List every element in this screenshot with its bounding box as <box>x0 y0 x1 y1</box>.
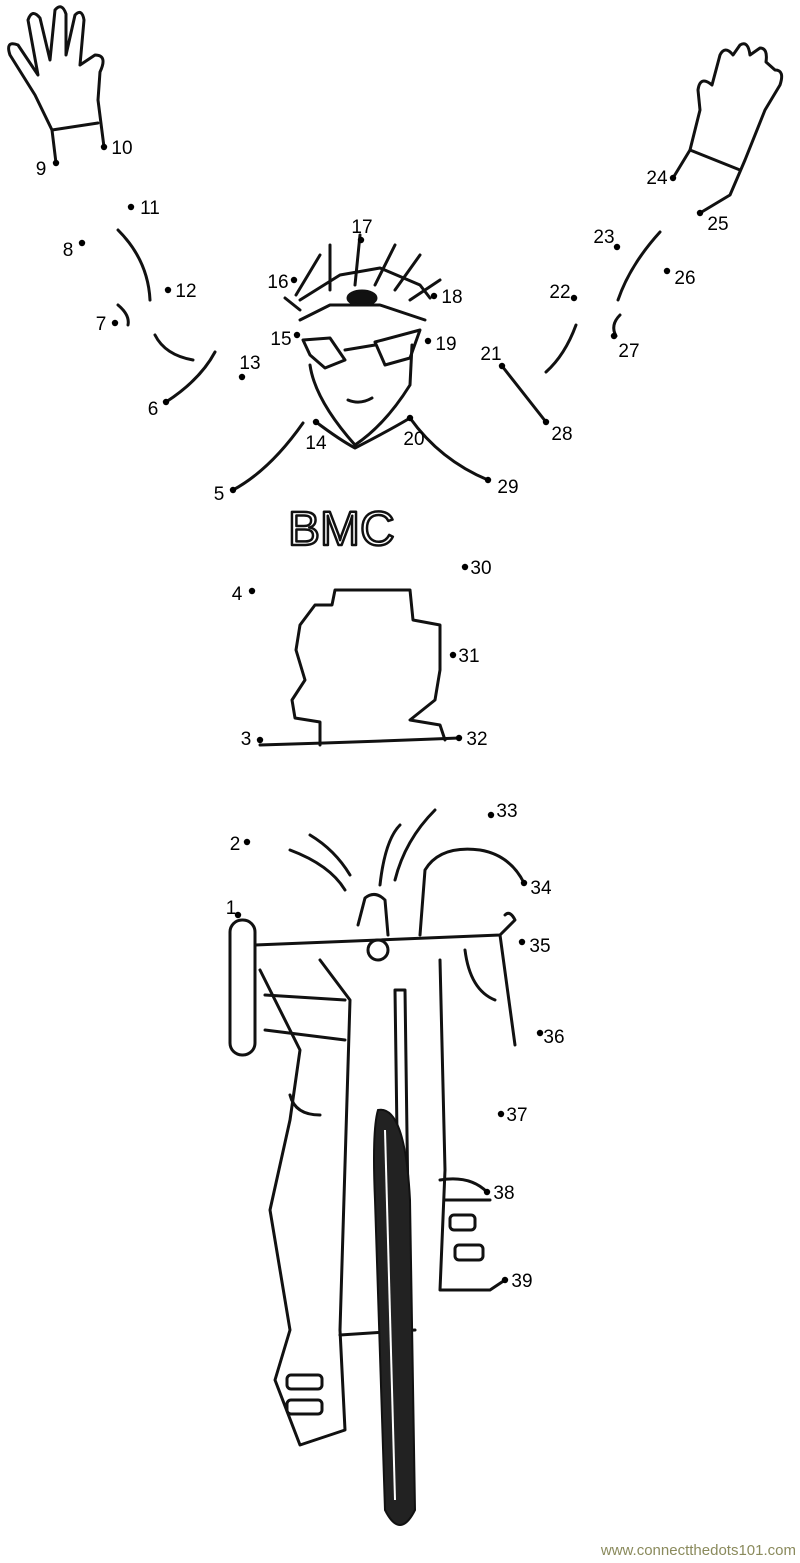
dot-37[interactable] <box>497 1110 505 1118</box>
dot-38[interactable] <box>483 1188 491 1196</box>
dot-label: 20 <box>403 429 424 450</box>
dot-label: 10 <box>111 138 132 159</box>
dot-23[interactable] <box>613 243 621 251</box>
dot-label: 38 <box>493 1183 514 1204</box>
dot-10[interactable] <box>100 143 108 151</box>
dot-label: 7 <box>96 314 107 335</box>
dot-label: 33 <box>496 801 517 822</box>
bicycle-and-legs <box>228 808 526 1447</box>
dot-label: 16 <box>267 272 288 293</box>
dot-label: 35 <box>529 936 550 957</box>
dot-5[interactable] <box>229 486 237 494</box>
dot-20[interactable] <box>406 414 414 422</box>
dot-13[interactable] <box>238 373 246 381</box>
dot-label: 22 <box>549 282 570 303</box>
dot-11[interactable] <box>127 203 135 211</box>
dot-label: 27 <box>618 341 639 362</box>
dot-label: 19 <box>435 334 456 355</box>
dot-label: 2 <box>230 834 241 855</box>
dot-label: 18 <box>441 287 462 308</box>
dot-3[interactable] <box>256 736 264 744</box>
dot-28[interactable] <box>542 418 550 426</box>
dot-7[interactable] <box>111 319 119 327</box>
dot-label: 9 <box>36 159 47 180</box>
dot-32[interactable] <box>455 734 463 742</box>
jersey-logo: BMC <box>288 503 395 556</box>
dot-15[interactable] <box>293 331 301 339</box>
dot-8[interactable] <box>78 239 86 247</box>
right-glove <box>671 42 784 215</box>
torso: BMC <box>231 416 490 747</box>
dot-31[interactable] <box>449 651 457 659</box>
dot-label: 32 <box>466 729 487 750</box>
dot-24[interactable] <box>669 174 677 182</box>
dot-label: 24 <box>646 168 668 189</box>
dot-label: 11 <box>140 198 160 219</box>
dot-4[interactable] <box>248 587 256 595</box>
dot-30[interactable] <box>461 563 469 571</box>
footer-url[interactable]: www.connectthedots101.com <box>600 1542 796 1559</box>
dot-18[interactable] <box>430 292 438 300</box>
dot-25[interactable] <box>696 209 704 217</box>
dot-27[interactable] <box>610 332 618 340</box>
dot-label: 17 <box>351 217 372 238</box>
dot-label: 29 <box>497 477 518 498</box>
dot-label: 1 <box>226 898 237 919</box>
dot-39[interactable] <box>501 1276 509 1284</box>
dot-14[interactable] <box>312 418 320 426</box>
dot-12[interactable] <box>164 286 172 294</box>
dot-19[interactable] <box>424 337 432 345</box>
bicycle-front-wheel <box>373 1108 417 1526</box>
dot-22[interactable] <box>570 294 578 302</box>
dot-label: 36 <box>543 1027 564 1048</box>
dot-label: 14 <box>305 433 327 454</box>
dot-label: 13 <box>239 353 260 374</box>
dot-label: 12 <box>175 281 196 302</box>
head <box>283 233 442 447</box>
dot-36[interactable] <box>536 1029 544 1037</box>
numbered-dots: 1234567891011121314151617181920212223242… <box>36 138 729 1292</box>
dot-16[interactable] <box>290 276 298 284</box>
dot-9[interactable] <box>52 159 60 167</box>
dot-label: 8 <box>63 240 74 261</box>
dot-1[interactable] <box>234 911 242 919</box>
dot-26[interactable] <box>663 267 671 275</box>
dot-label: 30 <box>470 558 491 579</box>
arms <box>116 228 662 424</box>
left-glove <box>7 5 106 165</box>
dot-35[interactable] <box>518 938 526 946</box>
dot-label: 34 <box>530 878 552 899</box>
dot-17[interactable] <box>357 236 365 244</box>
dot-2[interactable] <box>243 838 251 846</box>
dot-label: 3 <box>241 729 252 750</box>
dot-29[interactable] <box>484 476 492 484</box>
dot-label: 6 <box>148 399 159 420</box>
dot-label: 23 <box>593 227 614 248</box>
dot-label: 4 <box>232 584 243 605</box>
dot-label: 25 <box>707 214 728 235</box>
dot-21[interactable] <box>498 362 506 370</box>
dot-6[interactable] <box>162 398 170 406</box>
dot-label: 39 <box>511 1271 532 1292</box>
dot-34[interactable] <box>520 879 528 887</box>
dot-label: 28 <box>551 424 572 445</box>
dot-label: 26 <box>674 268 695 289</box>
dot-label: 37 <box>506 1105 527 1126</box>
dot-label: 31 <box>458 646 479 667</box>
dot-label: 5 <box>214 484 225 505</box>
dot-label: 15 <box>270 329 291 350</box>
dot-33[interactable] <box>487 811 495 819</box>
dot-label: 21 <box>480 344 501 365</box>
